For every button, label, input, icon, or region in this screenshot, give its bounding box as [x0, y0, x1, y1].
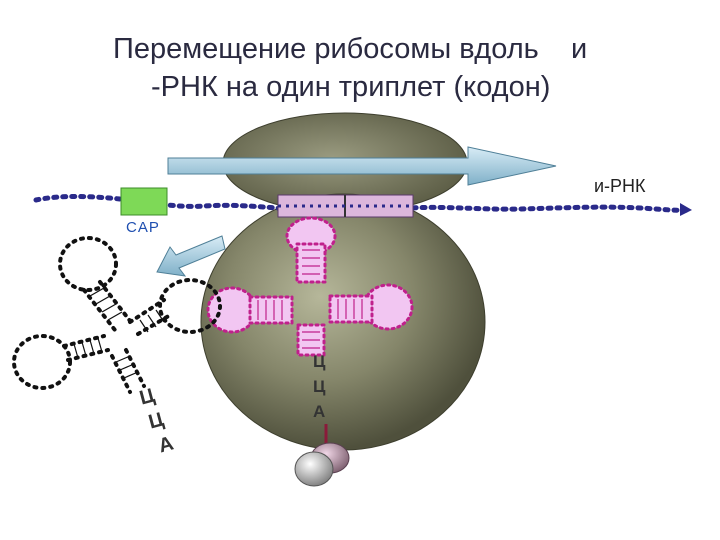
- trna-leaving: [12, 236, 222, 394]
- mrna-label: и-РНК: [594, 176, 646, 196]
- trna-leaving-stem-top: [82, 280, 136, 336]
- trna-leaving-top-loop: [58, 236, 118, 292]
- trna-in-ribosome: [206, 216, 414, 357]
- trna-3prime-letter-a: А: [313, 402, 326, 421]
- amino-acid-ball-2: [294, 451, 334, 487]
- title-line-1: Перемещение рибосомы вдоль и: [113, 33, 588, 65]
- trna-leaving-base-pairs: [73, 287, 165, 379]
- codon-box: [277, 194, 414, 218]
- trna-right-stem: [328, 294, 374, 324]
- cap-label: CAP: [126, 219, 160, 236]
- trna-leaving-left-loop: [12, 334, 72, 390]
- trna-3prime-letter-c2: Ц: [313, 377, 326, 396]
- cap-box: [120, 187, 168, 216]
- movement-arrow: [167, 146, 557, 186]
- trna-leaving-stem-right: [128, 298, 174, 336]
- trna-exit-arrow: [156, 235, 226, 277]
- trna-left-stem: [248, 295, 294, 325]
- trna-base-pairs: [257, 249, 363, 349]
- mrna-arrowhead: [680, 203, 692, 216]
- title-line-2: -РНК на один триплет (кодон): [151, 71, 551, 103]
- trna-3prime-letter-c1: Ц: [313, 352, 326, 371]
- slide-title: Перемещение рибосомы вдоль и -РНК на оди…: [95, 30, 655, 106]
- trna-leaving-right-loop: [158, 278, 222, 334]
